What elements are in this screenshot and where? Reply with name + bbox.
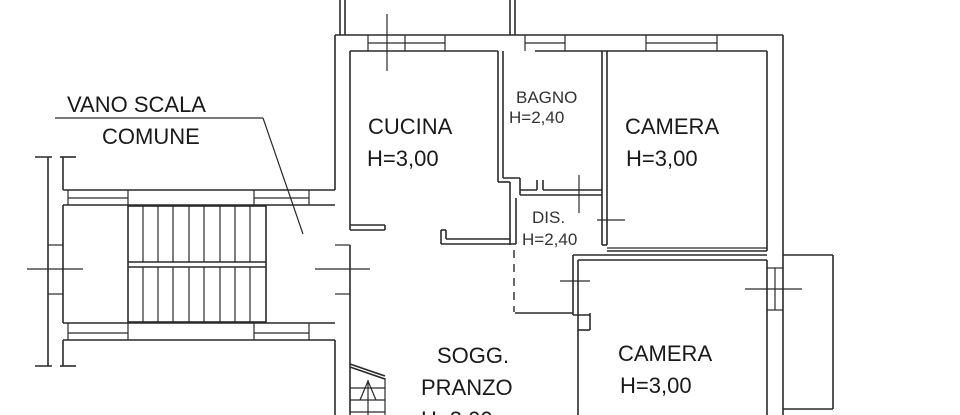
room-height-camera-2: H=3,00 xyxy=(620,373,692,398)
room-label-camera-1: CAMERA xyxy=(625,114,720,139)
room-label-sogg: SOGG. xyxy=(437,343,510,368)
room-height-bagno: H=2,40 xyxy=(509,108,565,127)
room-label-camera-2: CAMERA xyxy=(618,341,713,366)
room-label-pranzo: PRANZO xyxy=(421,375,513,400)
room-height-cucina: H=3,00 xyxy=(367,146,439,171)
room-label-vano-scala-line1: VANO SCALA xyxy=(67,92,206,117)
room-height-camera-1: H=3,00 xyxy=(626,146,698,171)
stair-hall-walls xyxy=(27,35,370,415)
room-label-vano-scala-line2: COMUNE xyxy=(102,124,200,149)
room-label-bagno: BAGNO xyxy=(516,88,578,107)
staircase xyxy=(127,205,267,323)
room-height-dis: H=2,40 xyxy=(522,230,578,249)
apartment-walls xyxy=(335,0,834,415)
room-label-cucina: CUCINA xyxy=(368,114,453,139)
room-label-dis: DIS. xyxy=(532,208,566,227)
room-height-sogg-pranzo: H=3,00 xyxy=(421,409,493,415)
